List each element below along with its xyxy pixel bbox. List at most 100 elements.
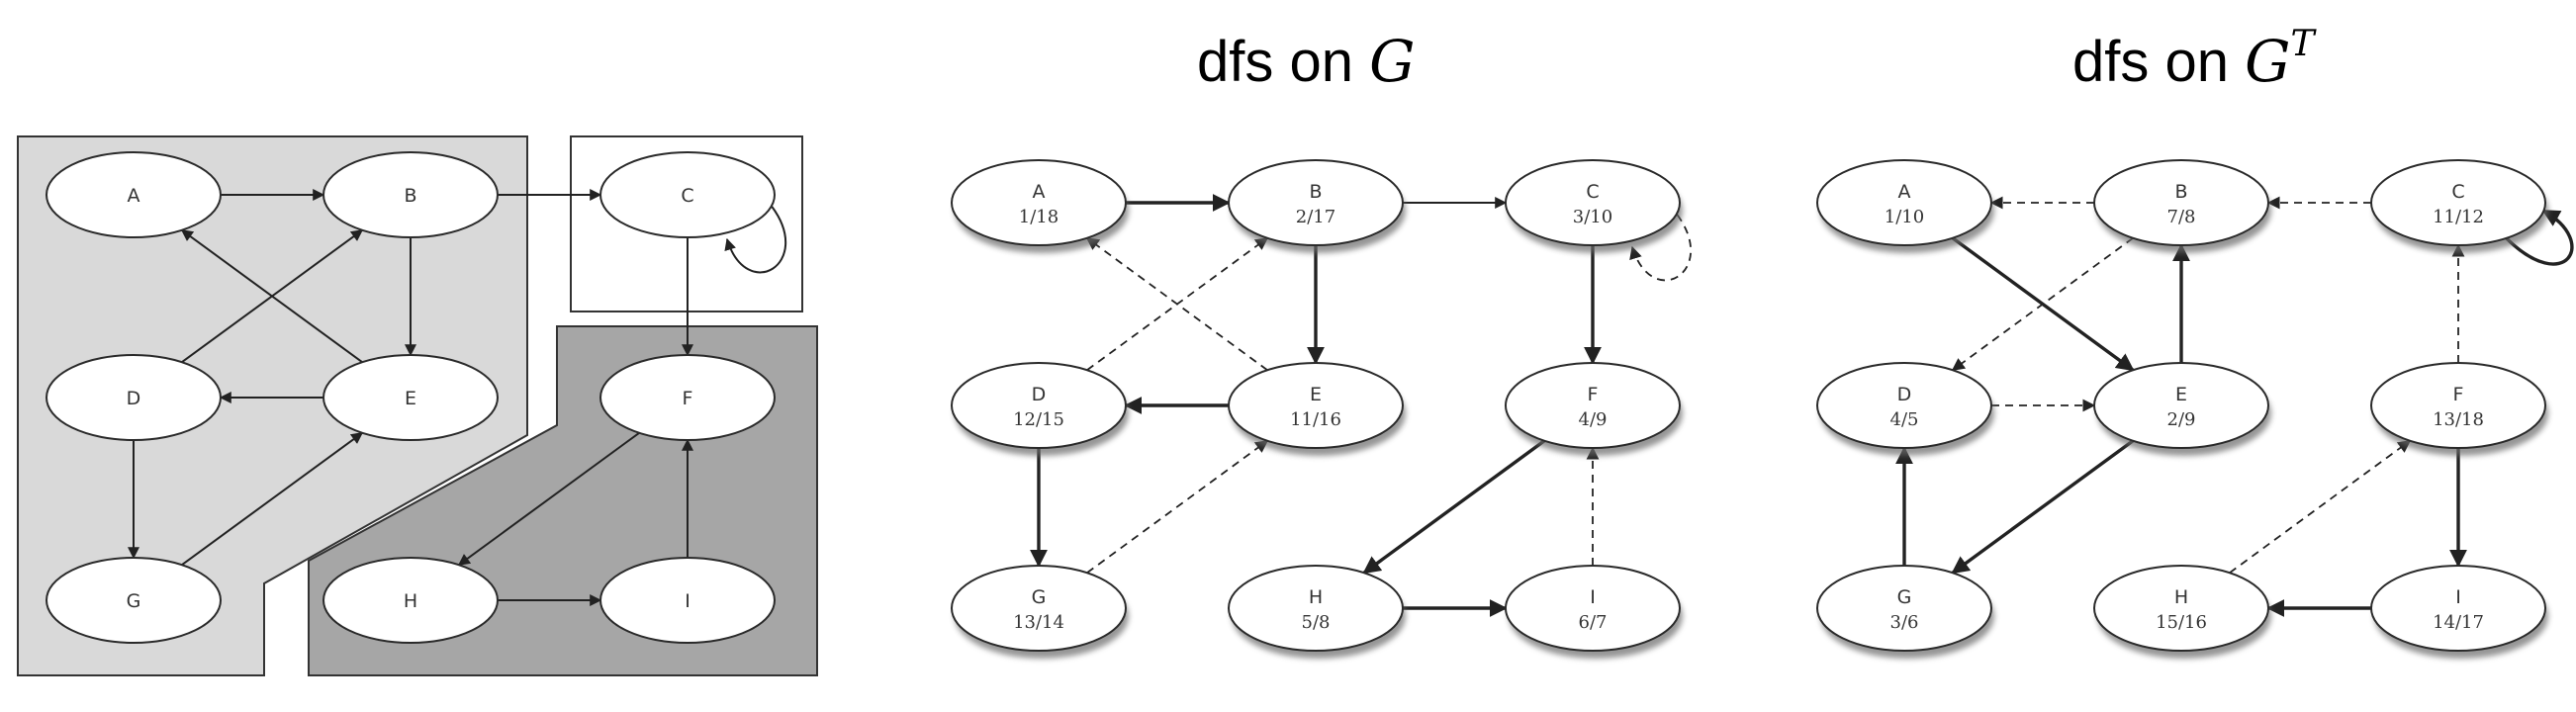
- node-F: F: [599, 354, 776, 441]
- edge-B-D: [1951, 237, 2134, 372]
- node-label: H: [2174, 586, 2188, 608]
- node-time: 11/12: [2433, 207, 2484, 227]
- node-F: F 13/18: [2370, 362, 2548, 456]
- node-F: F4/9: [1505, 362, 1683, 456]
- node-ellipse: [322, 557, 499, 644]
- node-time: 4/5: [1890, 409, 1919, 430]
- edge-C-C: [724, 206, 786, 274]
- node-label: F: [2453, 384, 2464, 405]
- node-ellipse: [1816, 362, 1992, 449]
- node-ellipse: [599, 151, 776, 238]
- node-time: 13/18: [2433, 409, 2484, 430]
- node-label: E: [405, 388, 416, 409]
- node-ellipse: [599, 354, 776, 441]
- node-time: 2/17: [1296, 207, 1335, 227]
- node-ellipse: [1505, 565, 1681, 652]
- node-label: B: [404, 185, 416, 207]
- node-label: B: [1309, 181, 1322, 203]
- node-label: D: [1897, 384, 1912, 405]
- node-G: G3/6: [1816, 565, 1994, 659]
- node-H: H: [322, 557, 499, 644]
- node-ellipse: [951, 159, 1127, 246]
- node-ellipse: [1228, 362, 1404, 449]
- edge-C-C: [1629, 214, 1692, 282]
- edge-H-F: [2229, 439, 2412, 574]
- node-label: G: [1897, 586, 1912, 608]
- edges-dfs_g: [1030, 194, 1692, 617]
- node-ellipse: [46, 354, 222, 441]
- edge-C-C: [2505, 209, 2574, 266]
- title-dfs-on-g: dfs on G: [1197, 28, 1415, 95]
- node-B: B 2/17: [1228, 159, 1406, 253]
- node-time: 1/10: [1885, 207, 1924, 227]
- node-time: 11/16: [1290, 409, 1341, 430]
- node-ellipse: [1228, 565, 1404, 652]
- node-C: C: [599, 151, 776, 238]
- node-label: G: [1032, 586, 1047, 608]
- nodes-dfs_g: A1/18B2/17C3/10D12/15E11/16F4/9G13/14H5/…: [951, 159, 1683, 659]
- node-time: 15/16: [2156, 612, 2207, 633]
- node-label: H: [404, 590, 417, 612]
- node-D: D 4/5: [1816, 362, 1994, 456]
- node-label: I: [1590, 586, 1596, 608]
- node-H: H 15/16: [2093, 565, 2271, 659]
- node-ellipse: [322, 151, 499, 238]
- node-I: I: [599, 557, 776, 644]
- node-label: C: [681, 185, 693, 207]
- node-ellipse: [1816, 565, 1992, 652]
- node-label: C: [2451, 181, 2464, 203]
- edges-scc: [128, 189, 786, 606]
- node-ellipse: [322, 354, 499, 441]
- node-ellipse: [46, 557, 222, 644]
- node-time: 2/9: [2167, 409, 2196, 430]
- node-time: 12/15: [1013, 409, 1064, 430]
- node-ellipse: [1228, 159, 1404, 246]
- node-ellipse: [951, 565, 1127, 652]
- node-label: A: [128, 185, 140, 207]
- node-I: I6/7: [1505, 565, 1683, 659]
- node-B: B: [322, 151, 499, 238]
- node-E: E 2/9: [2093, 362, 2271, 456]
- node-time: 5/8: [1302, 612, 1331, 633]
- scc-region-abdeg: [17, 135, 528, 676]
- node-ellipse: [1505, 159, 1681, 246]
- node-ellipse: [951, 362, 1127, 449]
- node-label: F: [683, 388, 693, 409]
- node-label: A: [1033, 181, 1046, 203]
- node-label: D: [1032, 384, 1047, 405]
- edge-G-E: [181, 431, 364, 567]
- node-label: D: [127, 388, 141, 409]
- edge-D-B: [181, 228, 364, 364]
- node-label: I: [685, 590, 690, 612]
- node-time: 14/17: [2433, 612, 2484, 633]
- node-time: 3/10: [1573, 207, 1612, 227]
- node-time: 1/18: [1019, 207, 1058, 227]
- node-A: A: [46, 151, 222, 238]
- node-B: B7/8: [2093, 159, 2271, 253]
- node-ellipse: [46, 151, 222, 238]
- node-label: E: [2175, 384, 2187, 405]
- node-C: C3/10: [1505, 159, 1683, 253]
- edge-F-H: [1362, 439, 1546, 575]
- node-ellipse: [2093, 362, 2269, 449]
- node-A: A 1/10: [1816, 159, 1994, 253]
- edge-G-E: [1086, 439, 1269, 574]
- node-A: A 1/18: [951, 159, 1129, 253]
- node-ellipse: [2370, 362, 2546, 449]
- edges-dfs_gt: [1895, 196, 2574, 617]
- title-dfs-on-g-transpose: dfs on GT: [2072, 24, 2317, 95]
- node-I: I 14/17: [2370, 565, 2548, 659]
- node-label: A: [1898, 181, 1911, 203]
- node-D: D 12/15: [951, 362, 1129, 456]
- panel-dfs_g: A1/18B2/17C3/10D12/15E11/16F4/9G13/14H5/…: [951, 159, 1692, 659]
- node-E: E: [322, 354, 499, 441]
- node-ellipse: [2093, 159, 2269, 246]
- node-D: D: [46, 354, 222, 441]
- node-E: E11/16: [1228, 362, 1406, 456]
- node-label: I: [2455, 586, 2461, 608]
